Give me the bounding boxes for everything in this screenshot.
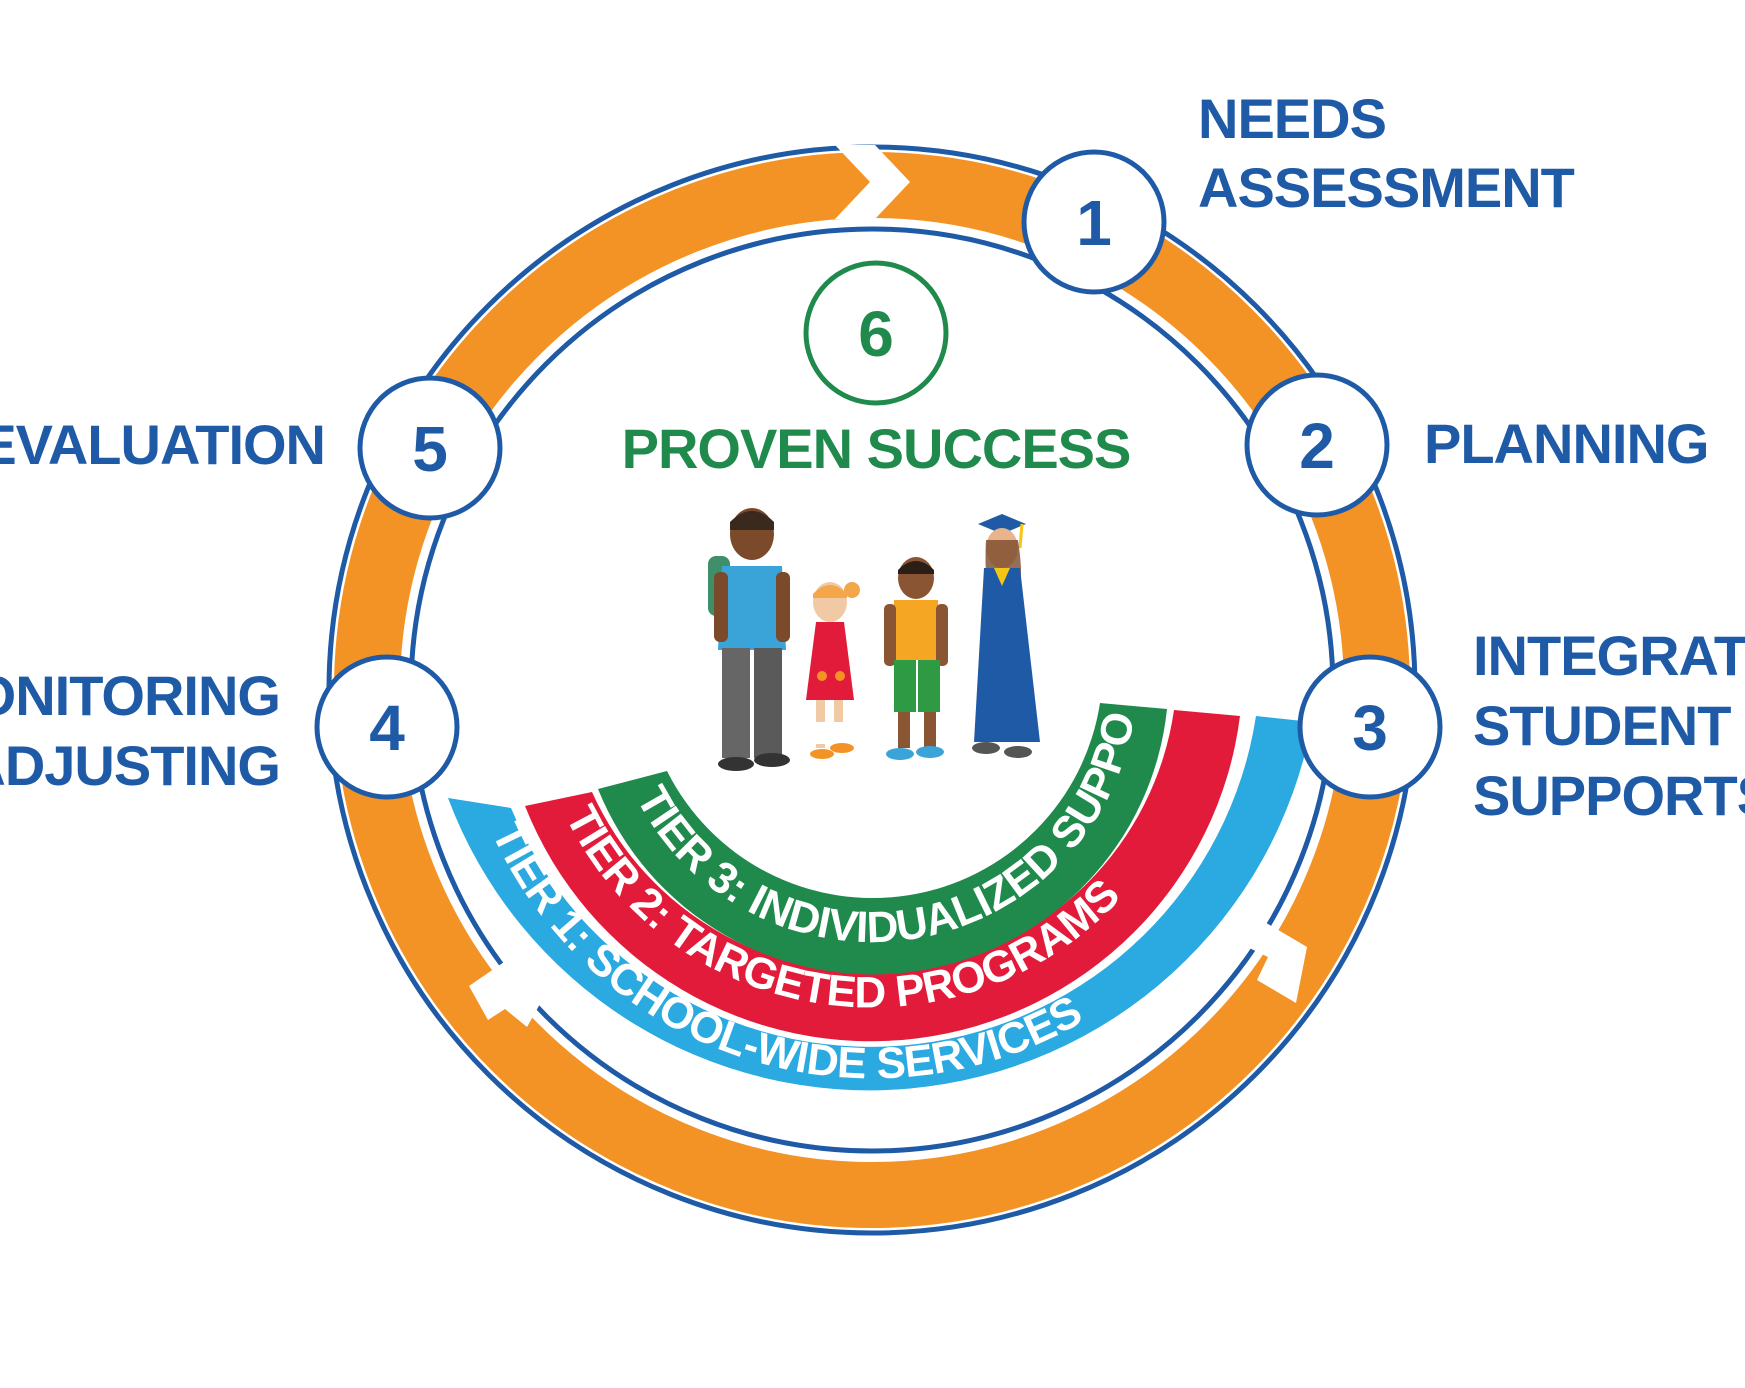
step-label-3: INTEGRATED STUDENT SUPPORTS [1473, 624, 1745, 827]
success-badge-circle [803, 260, 949, 406]
step-badge-4-circle [314, 654, 460, 800]
step-number-5: 5 [412, 413, 448, 485]
girl-in-red-dress-icon [806, 582, 860, 759]
step-badge-2: 2 [1244, 372, 1390, 518]
step-label-4-line-1: MONITORING [0, 664, 280, 727]
step-badge-3: 3 [1297, 654, 1443, 800]
step-label-1: NEEDS ASSESSMENT [1198, 87, 1576, 219]
adult-with-backpack-icon [708, 508, 790, 771]
step-number-1: 1 [1076, 187, 1112, 259]
step-label-1-line-2: ASSESSMENT [1198, 156, 1575, 219]
arrow-chevron-top-icon [835, 145, 910, 219]
success-number: 6 [858, 298, 894, 370]
boy-in-orange-shirt-icon [884, 557, 948, 760]
arrow-chevron-right-icon [1241, 921, 1307, 1003]
step-badge-1: 1 [1021, 149, 1167, 295]
step-label-3-line-1: INTEGRATED [1473, 624, 1745, 687]
step-label-3-line-3: SUPPORTS [1473, 764, 1745, 827]
step-label-2-line-1: PLANNING [1424, 412, 1708, 475]
step-label-3-line-2: STUDENT [1473, 694, 1731, 757]
step-number-2: 2 [1299, 410, 1335, 482]
step-badge-4: 4 [314, 654, 460, 800]
arrow-chevron-left-icon [469, 960, 545, 1027]
step-label-4-line-2: & ADJUSTING [0, 734, 280, 797]
step-number-4: 4 [369, 692, 405, 764]
success-label: PROVEN SUCCESS [622, 417, 1131, 480]
step-label-5-line-1: EVALUATION [0, 413, 325, 476]
tier3-band [598, 703, 1167, 975]
tier1-band [448, 716, 1312, 1091]
step-label-4: MONITORING & ADJUSTING [0, 664, 281, 797]
step-label-2: PLANNING [1424, 412, 1709, 475]
tier-bands [448, 703, 1312, 1091]
cycle-arrows [469, 145, 1307, 1027]
step-badge-3-circle [1297, 654, 1443, 800]
step-badge-2-circle [1244, 372, 1390, 518]
tier2-band [525, 710, 1240, 1042]
step-badge-5-circle [357, 375, 503, 521]
step-badge-5: 5 [357, 375, 503, 521]
proven-success: 6 PROVEN SUCCESS [622, 260, 1131, 480]
step-label-5: EVALUATION [0, 413, 326, 476]
step-number-3: 3 [1352, 692, 1388, 764]
step-badge-1-circle [1021, 149, 1167, 295]
graduate-in-gown-icon [972, 514, 1040, 758]
people-illustration [708, 508, 1040, 771]
step-label-1-line-1: NEEDS [1198, 87, 1386, 150]
